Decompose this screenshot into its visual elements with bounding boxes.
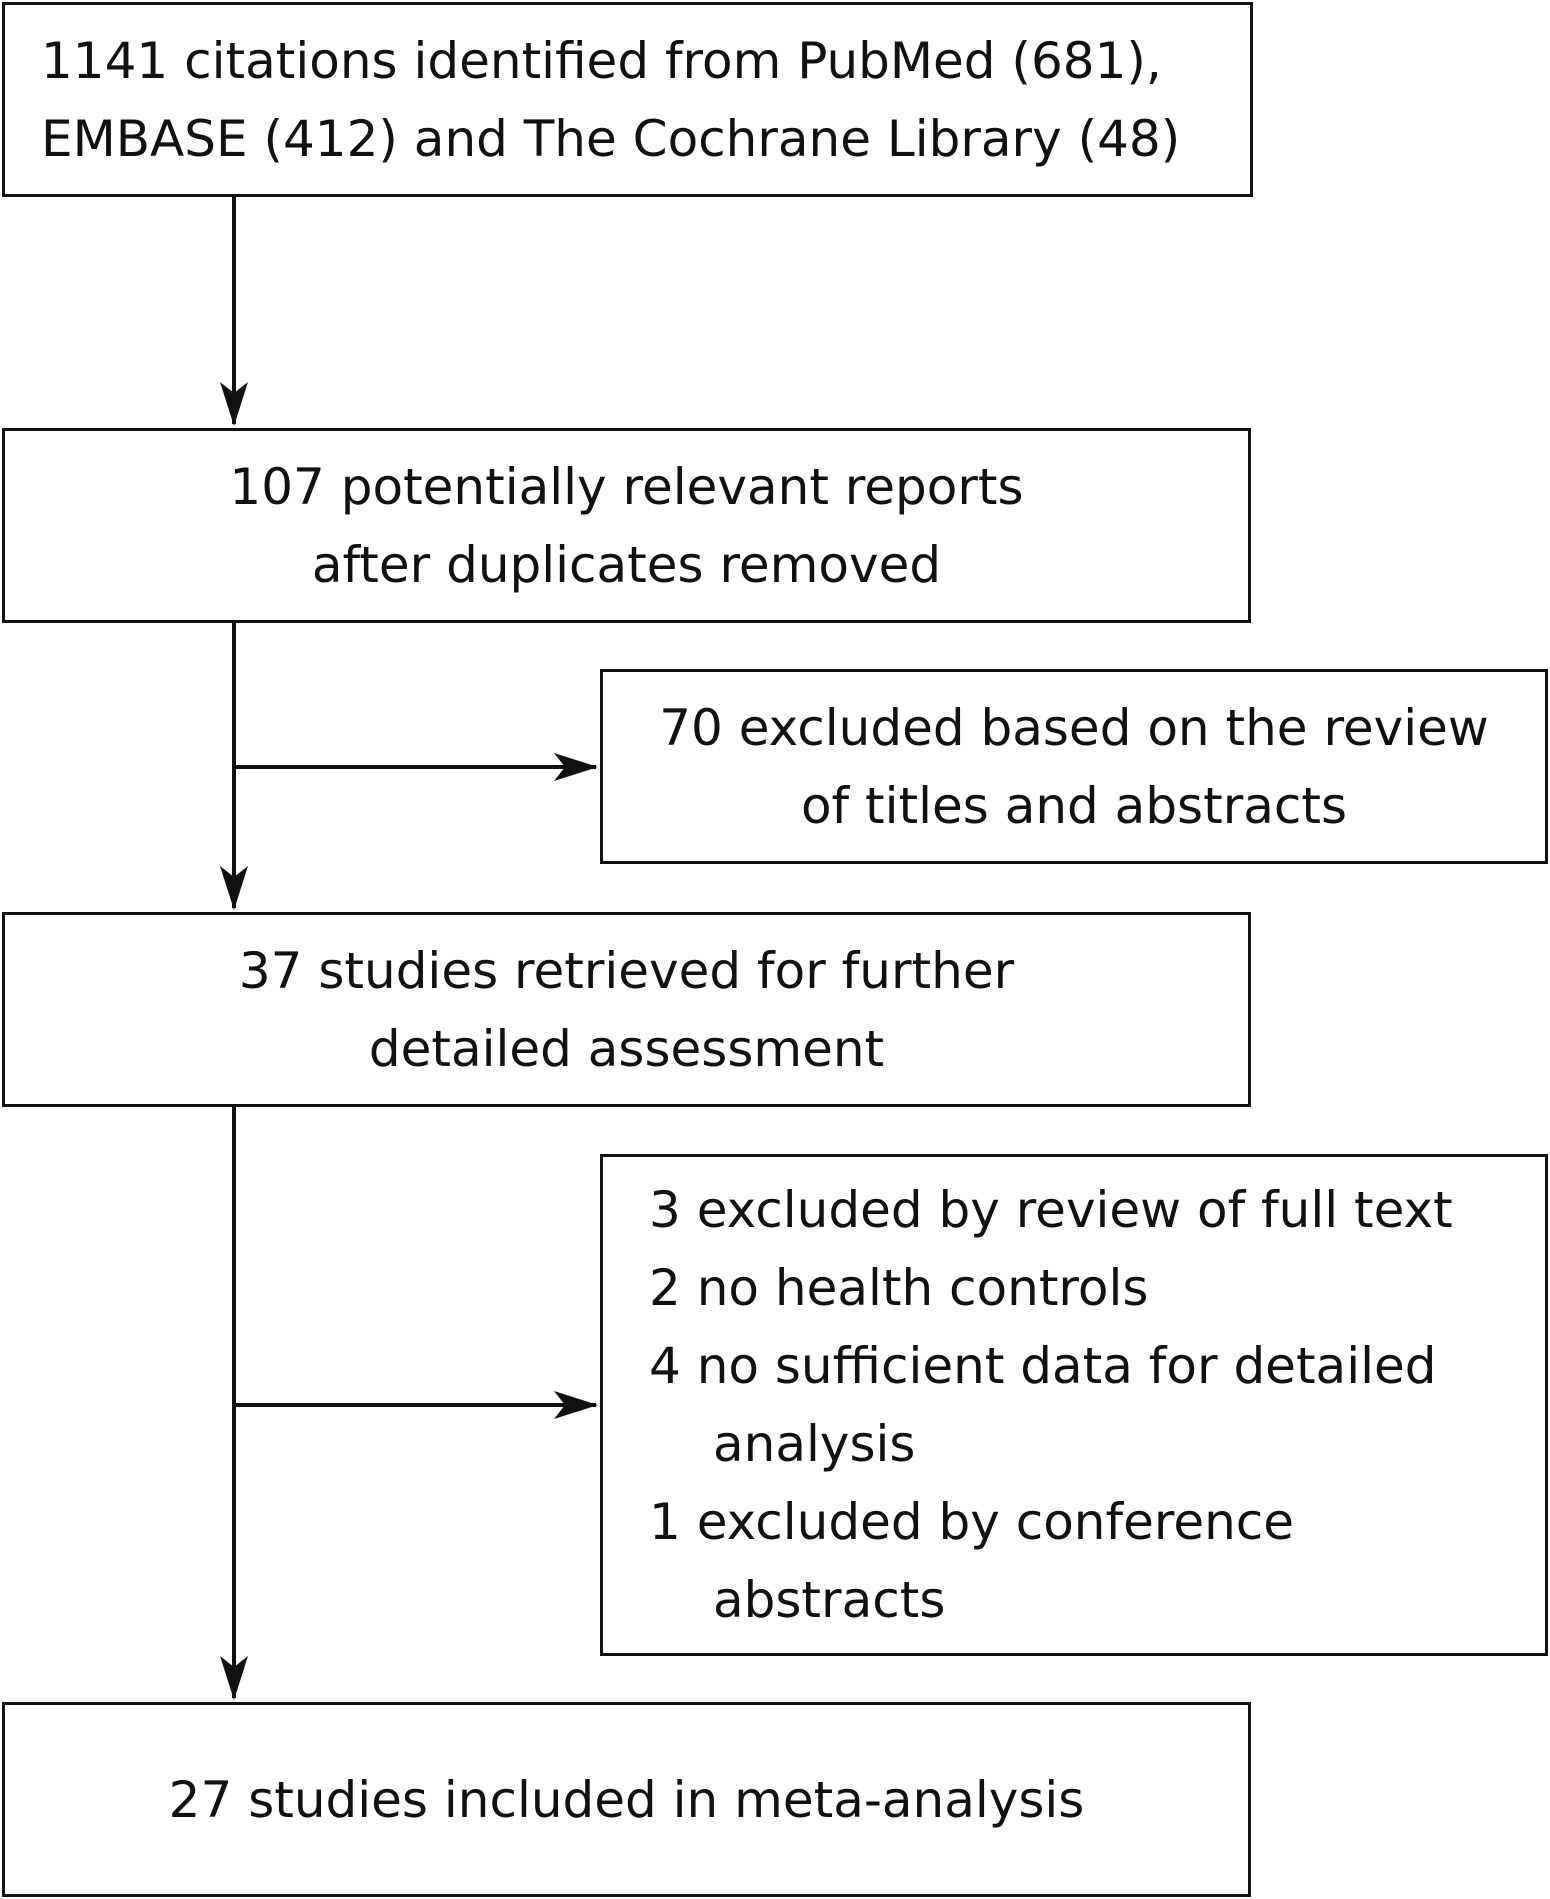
relevant-reports-box: 107 potentially relevant reports after d… — [2, 428, 1251, 623]
excluded-detail-text: 1 excluded by conference — [649, 1493, 1295, 1551]
arrowhead-reports — [220, 382, 248, 426]
identified-line-1: 1141 citations identified from PubMed (6… — [41, 31, 1162, 90]
identified-citations-box: 1141 citations identified from PubMed (6… — [2, 2, 1253, 197]
excluded-detail-continuation: abstracts — [713, 1571, 946, 1629]
excluded-detail-item: 4 no sufficient data for detailed analys… — [649, 1327, 1436, 1483]
excluded-detail-item: 1 excluded by conference abstracts — [649, 1483, 1294, 1639]
excluded-detail-box: 3 excluded by review of full text 2 no h… — [600, 1154, 1548, 1656]
arrowhead-retrieved — [220, 866, 248, 910]
excluded-titles-line-2: of titles and abstracts — [800, 776, 1348, 835]
reports-line-1: 107 potentially relevant reports — [229, 457, 1024, 516]
excluded-detail-text: 4 no sufficient data for detailed — [649, 1337, 1437, 1395]
studies-included-box: 27 studies included in meta-analysis — [2, 1702, 1251, 1897]
studies-retrieved-box: 37 studies retrieved for further detaile… — [2, 912, 1251, 1107]
arrowhead-excluded-detail — [554, 1391, 598, 1419]
excluded-detail-continuation: analysis — [713, 1415, 916, 1473]
excluded-detail-text: 3 excluded by review of full text — [649, 1181, 1453, 1239]
reports-line-2: after duplicates removed — [311, 535, 942, 594]
excluded-titles-line-1: 70 excluded based on the review — [659, 698, 1489, 757]
retrieved-line-1: 37 studies retrieved for further — [238, 941, 1015, 1000]
excluded-detail-item: 3 excluded by review of full text — [649, 1171, 1453, 1249]
arrowhead-included — [220, 1656, 248, 1700]
excluded-detail-item: 2 no health controls — [649, 1249, 1148, 1327]
included-line-1: 27 studies included in meta-analysis — [168, 1770, 1085, 1829]
arrowhead-excluded-titles — [554, 753, 598, 781]
retrieved-line-2: detailed assessment — [368, 1019, 885, 1078]
excluded-detail-text: 2 no health controls — [649, 1259, 1149, 1317]
excluded-titles-box: 70 excluded based on the review of title… — [600, 669, 1548, 864]
identified-line-2: EMBASE (412) and The Cochrane Library (4… — [41, 109, 1181, 168]
